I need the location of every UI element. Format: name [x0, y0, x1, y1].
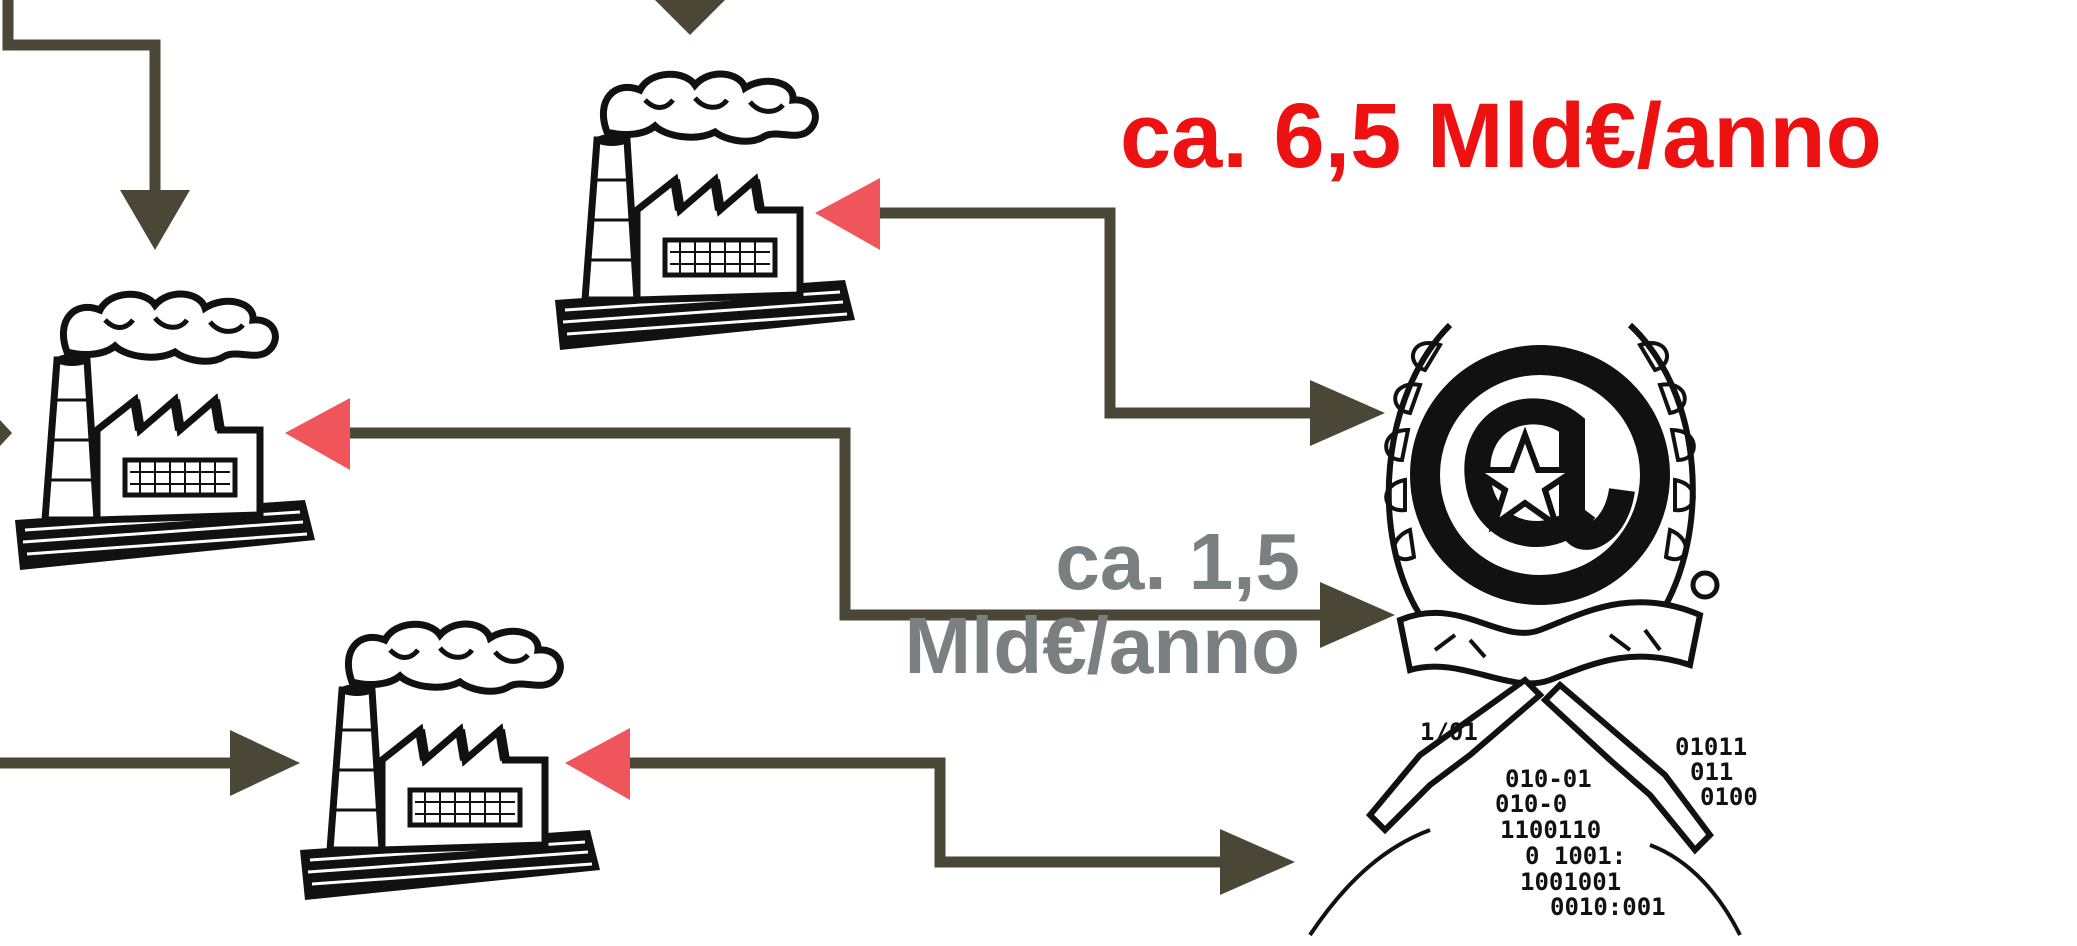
flow-line-upper — [875, 207, 1320, 419]
svg-text:010-0: 010-0 — [1495, 790, 1567, 818]
return-arrowhead-top-factory — [815, 178, 880, 250]
svg-text:01011: 01011 — [1675, 733, 1747, 761]
factory-icon — [300, 624, 600, 900]
svg-text:1001001: 1001001 — [1520, 868, 1621, 896]
top-flow-label: ca. 6,5 Mld€/anno — [1120, 85, 1882, 187]
return-arrowhead-bottom-factory — [565, 728, 630, 800]
arrowhead-right-middle — [1320, 582, 1395, 648]
state-emblem-icon: 1/01 010-01 010-0 1100110 0 1001: 100100… — [1308, 322, 1758, 937]
factory-icon — [15, 294, 315, 570]
factory-icon — [555, 74, 855, 350]
middle-flow-label-line2: Mld€/anno — [904, 601, 1300, 690]
svg-text:0 1001:: 0 1001: — [1525, 842, 1626, 870]
flow-line-top-left — [2, 0, 161, 200]
svg-text:010-01: 010-01 — [1505, 765, 1592, 793]
flow-line-lower — [625, 757, 1230, 868]
middle-flow-label-line1: ca. 1,5 — [1055, 517, 1300, 606]
arrowhead-right-upper — [1310, 380, 1385, 446]
return-arrowhead-middle-factory — [285, 398, 350, 470]
svg-text:1/01: 1/01 — [1420, 718, 1478, 746]
arrowhead-down-top — [655, 0, 725, 35]
svg-text:0010:001: 0010:001 — [1550, 893, 1666, 921]
flow-line-middle — [345, 427, 1330, 621]
flow-arrowheads — [0, 0, 1395, 895]
svg-text:011: 011 — [1690, 758, 1733, 786]
middle-flow-label: ca. 1,5 Mld€/anno — [780, 520, 1300, 688]
return-arrowheads — [285, 178, 880, 800]
svg-text:1100110: 1100110 — [1500, 816, 1601, 844]
arrowhead-down-left — [120, 190, 190, 250]
arrowhead-edge-left — [0, 420, 12, 446]
arrowhead-right-lower-left — [230, 730, 300, 796]
arrowhead-right-lower — [1220, 829, 1295, 895]
svg-text:0100: 0100 — [1700, 783, 1758, 811]
flow-lines — [0, 0, 1330, 868]
